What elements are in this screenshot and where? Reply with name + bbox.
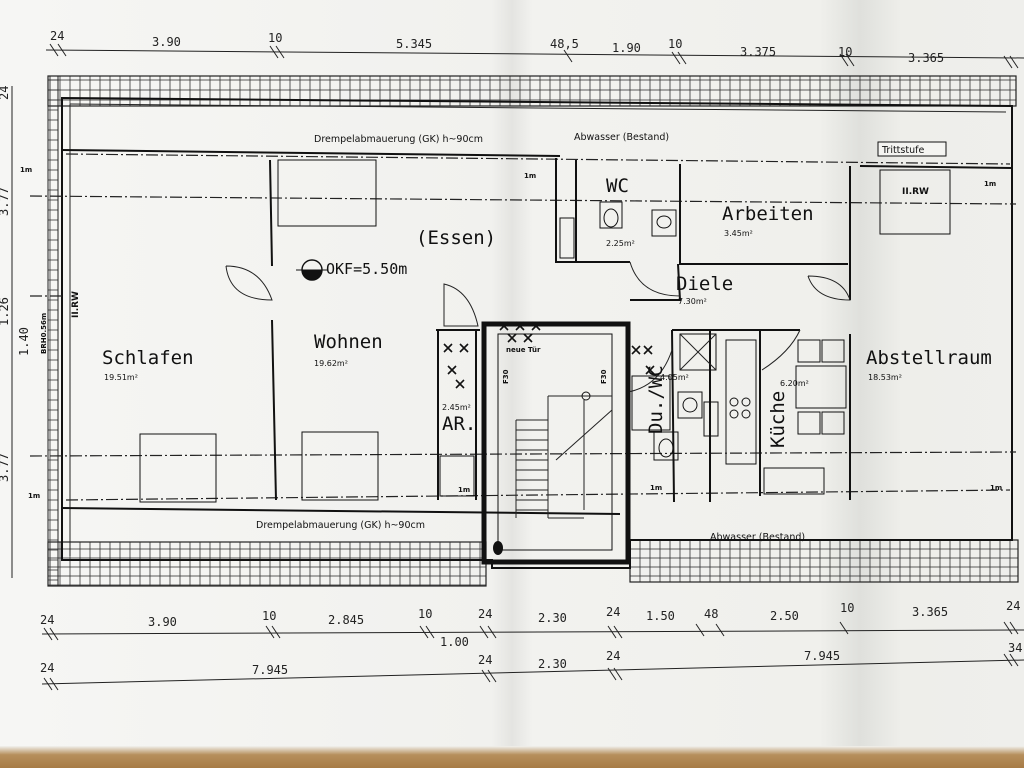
room-schlafen-area: 19.51m²	[104, 373, 138, 382]
roof-grid-sides	[47, 75, 59, 587]
room-ar-name: AR.	[442, 413, 476, 435]
room-kueche-area: 6.20m²	[780, 379, 809, 388]
room-wc-name: WC	[606, 175, 629, 197]
dim-bottom2-6: 34	[1008, 641, 1022, 655]
drempel-lines	[29, 153, 1017, 501]
dim-bottom1-9: 48	[704, 607, 718, 621]
note-f30-left: F30	[502, 369, 510, 384]
room-kueche-name: Küche	[767, 391, 789, 448]
dim-top-6: 10	[668, 37, 682, 51]
top-dimension-line: 24 3.90 10 5.345 48,5 1.90 10 3.375 10 3…	[45, 29, 1024, 69]
dim-bottom2-4: 24	[606, 649, 620, 663]
dim-top-5: 1.90	[612, 41, 641, 55]
dim-bottom1-4: 10	[418, 607, 432, 621]
note-abwasser-top: Abwasser (Bestand)	[574, 132, 669, 143]
note-ii-rw-right: II.RW	[902, 187, 929, 197]
room-arbeiten-area: 3.45m²	[724, 229, 753, 238]
dim-left-2: 1.26	[0, 297, 11, 326]
note-brh: BRH0.56m	[40, 313, 48, 354]
dim-bottom1-8: 1.50	[646, 609, 675, 623]
room-ar-area: 2.45m²	[442, 403, 471, 412]
windows	[139, 159, 951, 503]
note-f30-right: F30	[600, 369, 608, 384]
note-1m-a: 1m	[20, 166, 32, 174]
dim-top-8: 10	[838, 45, 852, 59]
note-drempel-top: Drempelabmauerung (GK) h~90cm	[314, 134, 483, 145]
dim-top-0: 24	[50, 29, 64, 43]
bottom-dimension-line-2: 24 7.945 24 2.30 24 7.945 34	[40, 641, 1024, 691]
room-schlafen-name: Schlafen	[102, 347, 194, 369]
dim-bottom1-13: 24	[1006, 599, 1020, 613]
dim-bottom1-0: 24	[40, 613, 54, 627]
elevation-marker	[296, 259, 328, 281]
room-du-name: Du./WC	[645, 365, 667, 434]
room-diele-name: Diele	[676, 273, 733, 295]
room-abstellraum-name: Abstellraum	[866, 347, 992, 369]
dim-bottom2-3: 2.30	[538, 657, 567, 671]
dim-left-1: 3.77	[0, 187, 11, 216]
note-1m-f: 1m	[650, 484, 662, 492]
note-1m-g: 1m	[990, 484, 1002, 492]
dim-bottom1-1: 3.90	[148, 615, 177, 629]
door-swings	[225, 261, 851, 393]
dim-bottom1-11: 10	[840, 601, 854, 615]
note-1m-d: 1m	[28, 492, 40, 500]
wooden-floor-edge	[0, 746, 1024, 768]
dim-bottom2-2: 24	[478, 653, 492, 667]
dim-left-3: 1.40	[17, 327, 31, 356]
note-1m-c: 1m	[984, 180, 996, 188]
dim-bottom1-sub: 1.00	[440, 635, 469, 649]
note-okf: OKF=5.50m	[326, 260, 407, 278]
dim-bottom1-10: 2.50	[770, 609, 799, 623]
dim-bottom1-3: 2.845	[328, 613, 364, 627]
sanitary-fixtures	[559, 201, 717, 461]
bottom-dimension-line-1: 24 3.90 10 2.845 10 24 2.30 24 1.50 48 2…	[40, 599, 1024, 649]
fire-protection-marks	[443, 321, 655, 389]
building-outline	[61, 96, 1013, 569]
note-1m-e: 1m	[458, 486, 470, 494]
dim-top-4: 48,5	[550, 37, 579, 51]
plan-notes: Drempelabmauerung (GK) h~90cm Drempelabm…	[20, 132, 1002, 543]
room-wc-area: 2.25m²	[606, 239, 635, 248]
room-wohnen-area: 19.62m²	[314, 359, 348, 368]
note-ii-rw-left: II.RW	[71, 291, 81, 318]
room-du-area: 4.05m²	[660, 373, 689, 382]
note-neue-tuer: neue Tür	[506, 346, 541, 354]
dim-top-3: 5.345	[396, 37, 432, 51]
dim-bottom1-5: 24	[478, 607, 492, 621]
dim-top-7: 3.375	[740, 45, 776, 59]
room-essen-name: (Essen)	[416, 227, 496, 249]
room-abstellraum-area: 18.53m²	[868, 373, 902, 382]
room-arbeiten-name: Arbeiten	[722, 203, 814, 225]
dim-left-4: 3.77	[0, 453, 11, 482]
dim-bottom1-12: 3.365	[912, 605, 948, 619]
room-labels: Schlafen 19.51m² Wohnen 19.62m² (Essen) …	[102, 175, 992, 448]
dim-top-9: 3.365	[908, 51, 944, 65]
stairwell	[481, 321, 631, 565]
dim-left-0: 24	[0, 86, 11, 100]
note-drempel-bottom: Drempelabmauerung (GK) h~90cm	[256, 520, 425, 531]
dim-bottom2-0: 24	[40, 661, 54, 675]
dim-bottom2-1: 7.945	[252, 663, 288, 677]
dim-top-2: 10	[268, 31, 282, 45]
interior-walls	[61, 149, 1013, 515]
room-wohnen-name: Wohnen	[314, 331, 383, 353]
roof-grid-bottom	[47, 539, 1019, 587]
dim-bottom1-2: 10	[262, 609, 276, 623]
room-diele-area: 7.30m²	[678, 297, 707, 306]
dim-top-1: 3.90	[152, 35, 181, 49]
dim-bottom1-7: 24	[606, 605, 620, 619]
note-trittstufe: Trittstufe	[881, 145, 924, 156]
note-1m-b: 1m	[524, 172, 536, 180]
note-abwasser-bottom: Abwasser (Bestand)	[710, 532, 805, 543]
left-dimension-line: 24 3.77 1.26 1.40 3.77	[0, 86, 31, 578]
dim-bottom1-6: 2.30	[538, 611, 567, 625]
dim-bottom2-5: 7.945	[804, 649, 840, 663]
kitchen-fixtures	[703, 339, 847, 495]
